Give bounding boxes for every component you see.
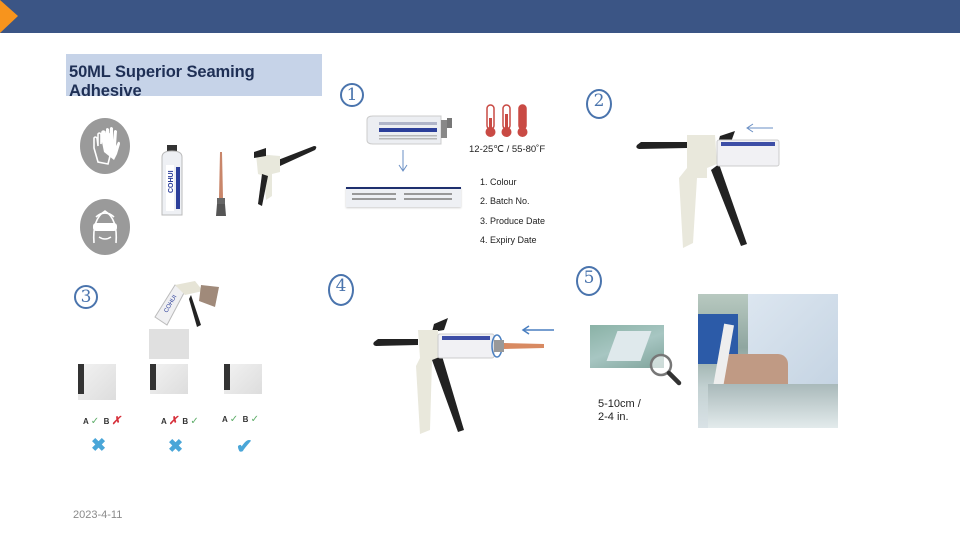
cartridge-label-image (365, 114, 453, 146)
label-item-expiry-date: 4. Expiry Date (480, 234, 537, 245)
pass-check-icon: ✔ (236, 436, 253, 458)
mixer-nozzle-image (214, 152, 228, 218)
svg-text:COHUI: COHUI (168, 170, 175, 193)
gloves-icon (80, 118, 130, 174)
adhesive-cartridge-image: COHUI (158, 145, 188, 217)
safety-goggles-icon (80, 199, 130, 255)
gun-loaded-image (635, 118, 800, 253)
step-1-number: ①1 (340, 83, 364, 107)
nozzle-test-3-image (224, 364, 262, 394)
attach-nozzle-image (372, 318, 557, 438)
step-5-number: 5 (576, 266, 602, 296)
page-title: 50ML Superior Seaming Adhesive (69, 63, 255, 100)
nozzle-test-1-image (78, 364, 116, 400)
applying-adhesive-photo (698, 294, 838, 428)
header-bar (0, 0, 960, 33)
step-2-number: 2 (586, 89, 612, 119)
step-3-number: 3 (74, 285, 98, 309)
label-item-batch: 2. Batch No. (480, 196, 530, 207)
bead-length-spec: 5-10cm / 2-4 in. (598, 398, 641, 423)
storage-temperature: 12-25℃ / 55-80˚F (469, 144, 546, 155)
fail-mark-icon: ✖ (91, 435, 107, 455)
dispensing-gun-image (252, 140, 318, 212)
nozzle-check-3: A ✓ B ✓ (222, 414, 259, 425)
nozzle-check-2: A ✗ B ✓ (161, 415, 199, 427)
label-item-produce-date: 3. Produce Date (480, 215, 546, 226)
down-arrow-icon (398, 150, 408, 172)
purge-cartridge-image: COHUI (145, 277, 220, 359)
magnifier-icon (648, 352, 682, 386)
label-strip-image (346, 187, 461, 207)
label-info-list: 1. Colour 2. Batch No. 3. Produce Date 4… (480, 177, 545, 254)
orange-arrow-marker (0, 0, 18, 33)
fail-mark-icon: ✖ (168, 436, 184, 456)
thermometers-icon (484, 104, 532, 138)
step-4-number: 4 (328, 274, 354, 306)
nozzle-test-2-image (150, 364, 188, 394)
label-item-colour: 1. Colour (480, 177, 517, 187)
title-banner: 50ML Superior Seaming Adhesive (66, 54, 322, 100)
nozzle-check-1: A ✓ B ✗ (83, 415, 121, 427)
slide-date: 2023-4-11 (73, 509, 123, 521)
